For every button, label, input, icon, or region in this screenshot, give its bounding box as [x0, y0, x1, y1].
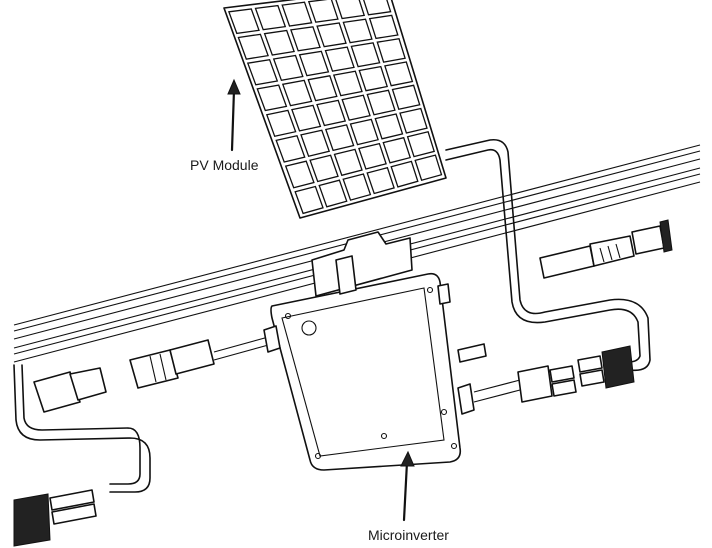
pv-cell — [368, 14, 399, 40]
pv-cell — [316, 22, 347, 48]
pv-cell — [281, 1, 313, 27]
pv-cell — [324, 124, 355, 152]
pv-cell — [414, 154, 443, 181]
pv-cell — [300, 129, 331, 157]
pv-module-arrow — [227, 78, 241, 152]
pv-cell — [341, 94, 371, 121]
pv-cell — [307, 0, 339, 23]
pv-module-panel — [223, 0, 447, 219]
pv-cell — [284, 160, 315, 189]
ac-cable-left-loop — [13, 364, 151, 493]
microinverter-label: Microinverter — [368, 527, 449, 543]
pv-cell — [333, 148, 363, 177]
pv-cell — [256, 84, 288, 112]
pv-cell — [374, 113, 404, 140]
pv-cell — [366, 166, 395, 195]
pv-cell — [298, 50, 330, 77]
pv-cell — [324, 46, 355, 72]
dc-leads-right — [473, 345, 635, 403]
dc-connector-left-bottom — [13, 489, 97, 547]
pv-cell — [265, 109, 297, 138]
pv-cell — [237, 33, 269, 60]
pv-module-label: PV Module — [190, 157, 259, 173]
pv-cell — [263, 29, 295, 56]
pv-cell — [342, 18, 373, 44]
pv-cell — [228, 8, 260, 35]
dc-connector-right-top — [539, 219, 673, 279]
pv-cell — [254, 4, 287, 31]
pv-cell — [246, 58, 279, 86]
pv-cell — [307, 75, 338, 102]
pv-cell — [366, 89, 396, 116]
pv-cell — [363, 0, 392, 16]
pv-cell — [290, 26, 321, 52]
pv-cell — [406, 131, 436, 158]
pv-cell — [275, 135, 306, 163]
pv-cell — [382, 136, 412, 164]
pv-cell — [318, 179, 348, 208]
pv-cell — [309, 154, 339, 183]
pv-cell — [294, 185, 324, 215]
pv-cell — [376, 37, 406, 63]
pv-cell — [390, 160, 419, 188]
pv-cell — [291, 104, 322, 132]
pv-cell — [358, 142, 387, 170]
microinverter-body — [263, 231, 487, 471]
pv-cell — [349, 118, 379, 146]
pv-cell — [342, 173, 372, 201]
ac-connector-left — [33, 335, 273, 413]
microinverter-arrow — [400, 450, 415, 522]
dc-cable-right — [445, 138, 651, 372]
pv-cell — [272, 54, 304, 82]
pv-cell — [399, 107, 428, 134]
pv-cell — [281, 79, 313, 107]
pv-cell — [332, 70, 363, 97]
pv-cell — [384, 61, 414, 87]
pv-cell — [316, 99, 347, 127]
pv-cell — [335, 0, 366, 20]
pv-cell — [391, 84, 421, 111]
pv-cell — [358, 65, 389, 92]
pv-cell — [350, 42, 381, 68]
